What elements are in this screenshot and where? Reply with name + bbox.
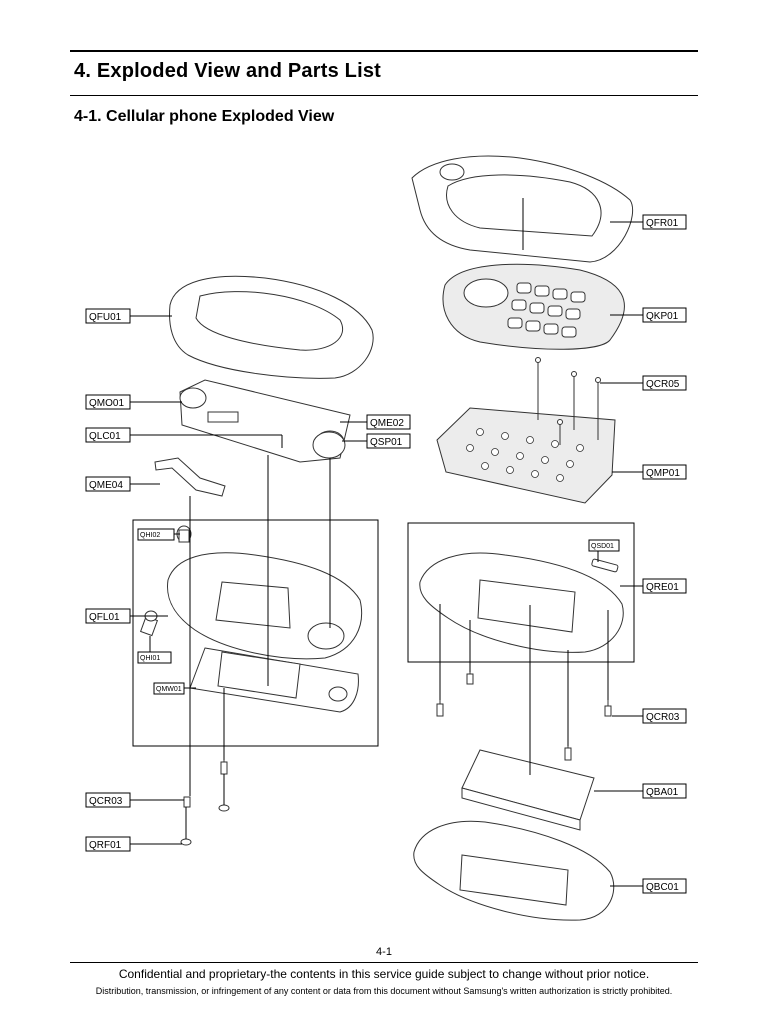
callout-qmw01: QMW01 xyxy=(153,682,185,695)
svg-text:QFU01: QFU01 xyxy=(89,312,122,323)
svg-text:QSD01: QSD01 xyxy=(591,543,614,550)
svg-text:QHI01: QHI01 xyxy=(140,655,160,662)
folder-cover-part xyxy=(169,275,374,379)
front-frame-part xyxy=(411,155,634,263)
svg-text:QME04: QME04 xyxy=(89,480,123,491)
svg-text:QRF01: QRF01 xyxy=(89,840,122,851)
svg-text:QCR05: QCR05 xyxy=(646,379,680,390)
title-rule xyxy=(70,95,698,96)
hinge-bottom-part xyxy=(139,610,159,637)
svg-text:QLC01: QLC01 xyxy=(89,431,121,442)
callout-qkp01: QKP01 xyxy=(642,307,687,323)
svg-text:QMO01: QMO01 xyxy=(89,398,124,409)
callout-qcr03-right: QCR03 xyxy=(642,708,687,724)
section-heading: 4-1. Cellular phone Exploded View xyxy=(74,108,335,125)
svg-text:QFL01: QFL01 xyxy=(89,612,120,623)
callout-qfr01: QFR01 xyxy=(642,214,687,230)
svg-text:QCR03: QCR03 xyxy=(646,712,680,723)
svg-text:QME02: QME02 xyxy=(370,418,404,429)
svg-text:QBC01: QBC01 xyxy=(646,882,679,893)
callout-qfu01: QFU01 xyxy=(85,308,131,324)
metal-plate-part xyxy=(436,407,616,504)
svg-text:QSP01: QSP01 xyxy=(370,437,403,448)
footer-rule xyxy=(70,962,698,963)
callout-qme04: QME04 xyxy=(85,476,131,492)
svg-text:QRE01: QRE01 xyxy=(646,582,679,593)
speaker-part xyxy=(312,431,346,459)
svg-text:QFR01: QFR01 xyxy=(646,218,679,229)
screws-qcr05 xyxy=(535,357,601,445)
rear-assembly-frame xyxy=(407,522,635,663)
top-rule xyxy=(70,50,698,52)
callout-qhi01: QHI01 xyxy=(137,651,172,664)
svg-text:QKP01: QKP01 xyxy=(646,311,679,322)
callout-qbc01: QBC01 xyxy=(642,878,687,894)
battery-cover-part xyxy=(413,820,615,921)
svg-text:QHI02: QHI02 xyxy=(140,532,160,539)
flex-cable-part xyxy=(154,457,226,497)
callout-qcr03-left: QCR03 xyxy=(85,792,131,808)
rear-case-part xyxy=(419,552,624,653)
screws-misc xyxy=(180,672,612,846)
callout-qmo01: QMO01 xyxy=(85,394,131,410)
svg-text:QCR03: QCR03 xyxy=(89,796,123,807)
callout-qrf01: QRF01 xyxy=(85,836,131,852)
side-key-part xyxy=(591,558,619,573)
callout-qsd01: QSD01 xyxy=(588,539,620,552)
callout-qmp01: QMP01 xyxy=(642,464,687,480)
callout-qba01: QBA01 xyxy=(642,783,687,799)
callout-qme02: QME02 xyxy=(366,414,411,430)
callout-qhi02: QHI02 xyxy=(137,528,175,541)
callout-qsp01: QSP01 xyxy=(366,433,411,449)
front-case-part xyxy=(166,552,363,660)
keypad-part xyxy=(442,263,625,350)
svg-text:QBA01: QBA01 xyxy=(646,787,679,798)
page-number: 4-1 xyxy=(376,946,392,958)
front-assembly-frame xyxy=(132,519,379,747)
callout-qlc01: QLC01 xyxy=(85,427,131,443)
callout-qcr05: QCR05 xyxy=(642,375,687,391)
footer-confidential: Confidential and proprietary-the content… xyxy=(118,967,650,981)
callout-qre01: QRE01 xyxy=(642,578,687,594)
callout-qfl01: QFL01 xyxy=(85,608,131,624)
leader-lines xyxy=(130,198,643,887)
battery-part xyxy=(461,749,595,831)
hinge-top-part xyxy=(176,525,192,543)
page-title: 4. Exploded View and Parts List xyxy=(74,60,382,82)
footer-distribution: Distribution, transmission, or infringem… xyxy=(95,986,673,996)
window-part xyxy=(189,647,359,713)
svg-text:QMW01: QMW01 xyxy=(156,686,182,693)
svg-text:QMP01: QMP01 xyxy=(646,468,680,479)
